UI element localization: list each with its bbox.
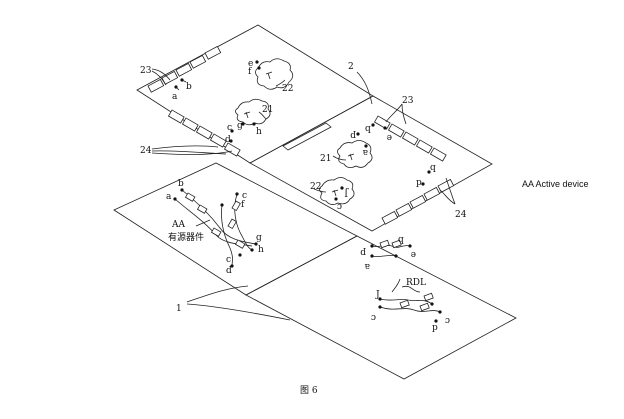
ref-24-right: 24 bbox=[455, 210, 467, 220]
pin-g-substrate: g bbox=[256, 233, 262, 243]
pin-c-chip: c bbox=[227, 123, 232, 133]
chip-right-panel bbox=[249, 95, 493, 232]
pin-p-substrate: p bbox=[360, 247, 366, 257]
edge-pads-bottom-right bbox=[381, 178, 455, 225]
ref-24-left: 24 bbox=[140, 146, 152, 156]
pin-a-substrate: a bbox=[166, 192, 172, 202]
leader-lines bbox=[151, 68, 456, 321]
pin-b-chip: b bbox=[186, 82, 192, 92]
rdl-traces bbox=[370, 239, 442, 323]
pin-p-chip-right-2: p bbox=[416, 178, 422, 188]
pin-b-substrate: b bbox=[178, 179, 184, 189]
pin-e-chip: e bbox=[248, 59, 253, 69]
pin-a-substrate-right: a bbox=[364, 261, 370, 271]
figure-caption: 图 6 bbox=[300, 385, 318, 396]
device-label-aa: AA bbox=[171, 220, 185, 230]
region-mark bbox=[347, 153, 355, 161]
pin-q-substrate: q bbox=[398, 235, 404, 245]
pin-c-substrate: c bbox=[242, 191, 247, 201]
pin-c-chip-right: c bbox=[337, 201, 342, 211]
edge-pads-top-right bbox=[373, 115, 447, 162]
pin-p-chip-right: p bbox=[350, 130, 356, 140]
edge-pads-bottom-left bbox=[167, 109, 241, 157]
chip-pins bbox=[174, 60, 431, 201]
pin-c-substrate-right: c bbox=[371, 312, 376, 322]
ref-23-left: 23 bbox=[140, 66, 152, 76]
device-leader bbox=[195, 219, 211, 227]
region-22-upper bbox=[255, 58, 294, 90]
pin-h-substrate: h bbox=[258, 245, 264, 255]
pin-d-chip: d bbox=[225, 135, 231, 145]
substrate-right-panel bbox=[245, 235, 517, 380]
pin-q-chip-right-2: q bbox=[430, 163, 436, 173]
region-mark bbox=[265, 71, 273, 80]
ref-22-lower: 22 bbox=[310, 182, 321, 192]
pin-c-substrate-right-2: c bbox=[445, 315, 450, 325]
pin-j-substrate: J bbox=[375, 290, 380, 300]
edge-pads-top-left bbox=[147, 45, 222, 93]
pin-e-chip-right: e bbox=[387, 132, 392, 142]
pin-p-substrate-right: p bbox=[432, 323, 438, 333]
pin-q-chip-right: q bbox=[365, 124, 371, 134]
ref-21-lower: 21 bbox=[320, 154, 331, 164]
pin-e-substrate-right: e bbox=[411, 249, 416, 259]
rdl-label: RDL bbox=[406, 278, 426, 288]
pin-h-chip: h bbox=[256, 127, 262, 137]
region-mark bbox=[243, 111, 251, 119]
ref-23-right: 23 bbox=[402, 96, 414, 106]
ref-22-upper: 22 bbox=[282, 84, 293, 94]
active-device-traces bbox=[173, 188, 258, 268]
ref-21-upper: 21 bbox=[262, 105, 273, 115]
region-mark bbox=[331, 189, 339, 197]
hinge-strip bbox=[282, 122, 332, 151]
side-note: AA Active device bbox=[522, 179, 589, 189]
pin-g-chip: g bbox=[237, 121, 243, 131]
pin-a-chip-right: a bbox=[362, 147, 368, 157]
pin-c-substrate-2: c bbox=[226, 255, 231, 265]
ref-2: 2 bbox=[348, 62, 354, 72]
region-22-lower bbox=[319, 177, 355, 205]
pin-d-substrate: d bbox=[226, 266, 232, 276]
ref-1: 1 bbox=[176, 304, 182, 314]
pin-j-chip-right: J bbox=[344, 187, 349, 197]
pin-f-substrate: f bbox=[241, 200, 245, 210]
device-label-cn: 有源器件 bbox=[168, 231, 204, 243]
pin-a-chip: a bbox=[172, 92, 178, 102]
pin-f-chip: f bbox=[248, 67, 252, 77]
